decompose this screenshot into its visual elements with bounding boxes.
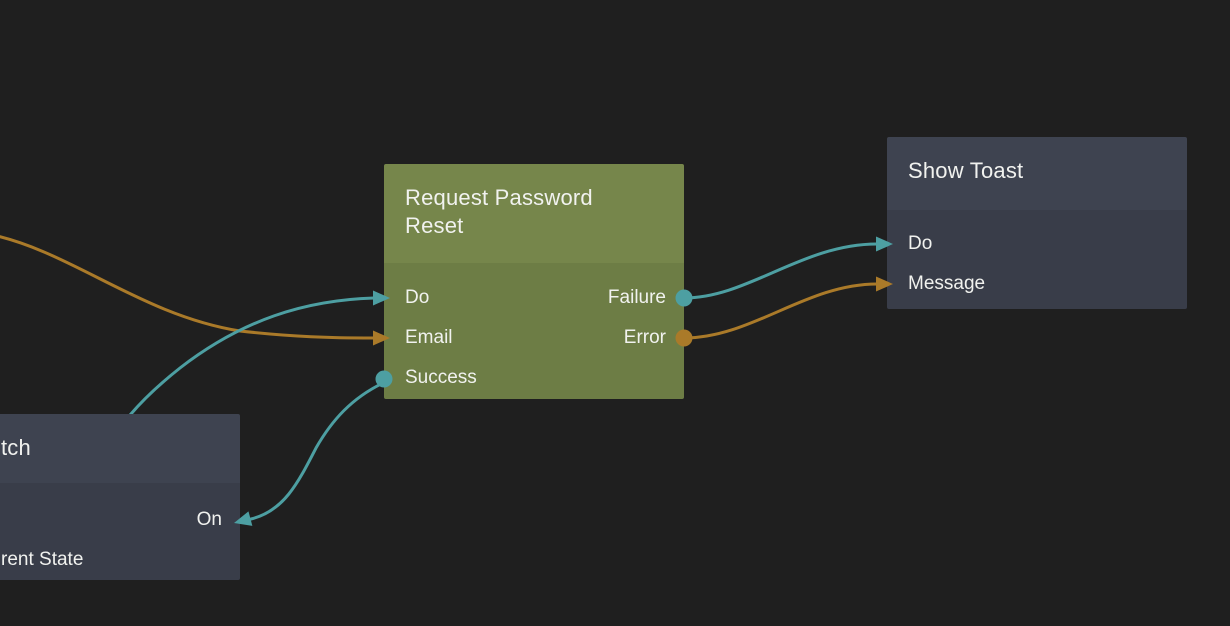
port-do[interactable]: Do (405, 287, 430, 308)
arrowhead-toast-message-input[interactable] (876, 276, 893, 292)
node-show-toast[interactable]: Show Toast Do Message (887, 137, 1187, 323)
node-header: tch (0, 414, 240, 483)
node-body: Do Message (887, 210, 1187, 309)
node-request-password-reset[interactable]: Request Password Reset Do Failure Email … (384, 164, 684, 414)
node-header: Request Password Reset (384, 164, 684, 263)
port-row: rent State (0, 540, 240, 580)
port-do[interactable]: Do (908, 233, 933, 254)
port-current-state-fragment[interactable]: rent State (1, 549, 84, 570)
connector-failure-circle[interactable] (675, 289, 693, 307)
port-message[interactable]: Message (908, 273, 986, 294)
node-body: On rent State (0, 483, 240, 580)
wire-success-to-on[interactable] (249, 381, 385, 521)
wire-error-to-message[interactable] (682, 282, 879, 340)
arrowhead-on-input[interactable] (232, 511, 253, 530)
port-row: Do Failure (384, 278, 684, 318)
wire-offscreen-to-email[interactable] (0, 234, 376, 340)
port-failure[interactable]: Failure (607, 287, 666, 308)
arrowhead-toast-do-input[interactable] (876, 236, 893, 252)
port-row: Do (887, 224, 1187, 264)
connector-error-circle[interactable] (675, 329, 693, 347)
arrowhead-email-input[interactable] (373, 330, 390, 346)
arrowhead-do-input[interactable] (373, 290, 390, 306)
connector-success-circle[interactable] (375, 370, 393, 388)
port-error[interactable]: Error (623, 327, 666, 348)
port-row: Message (887, 264, 1187, 304)
port-row: Email Error (384, 318, 684, 358)
port-email[interactable]: Email (405, 327, 453, 348)
port-row: Success (384, 358, 684, 398)
node-title: Show Toast (908, 158, 1024, 183)
port-success[interactable]: Success (405, 367, 477, 388)
node-header: Show Toast (887, 137, 1187, 210)
node-body: Do Failure Email Error Success (384, 263, 684, 399)
node-title: Request Password Reset (405, 185, 593, 238)
wire-failure-to-do[interactable] (682, 242, 879, 300)
node-title-fragment: tch (1, 435, 31, 460)
port-row: On (0, 500, 240, 540)
port-on[interactable]: On (196, 509, 222, 530)
node-switch-partial[interactable]: tch On rent State (0, 414, 240, 597)
